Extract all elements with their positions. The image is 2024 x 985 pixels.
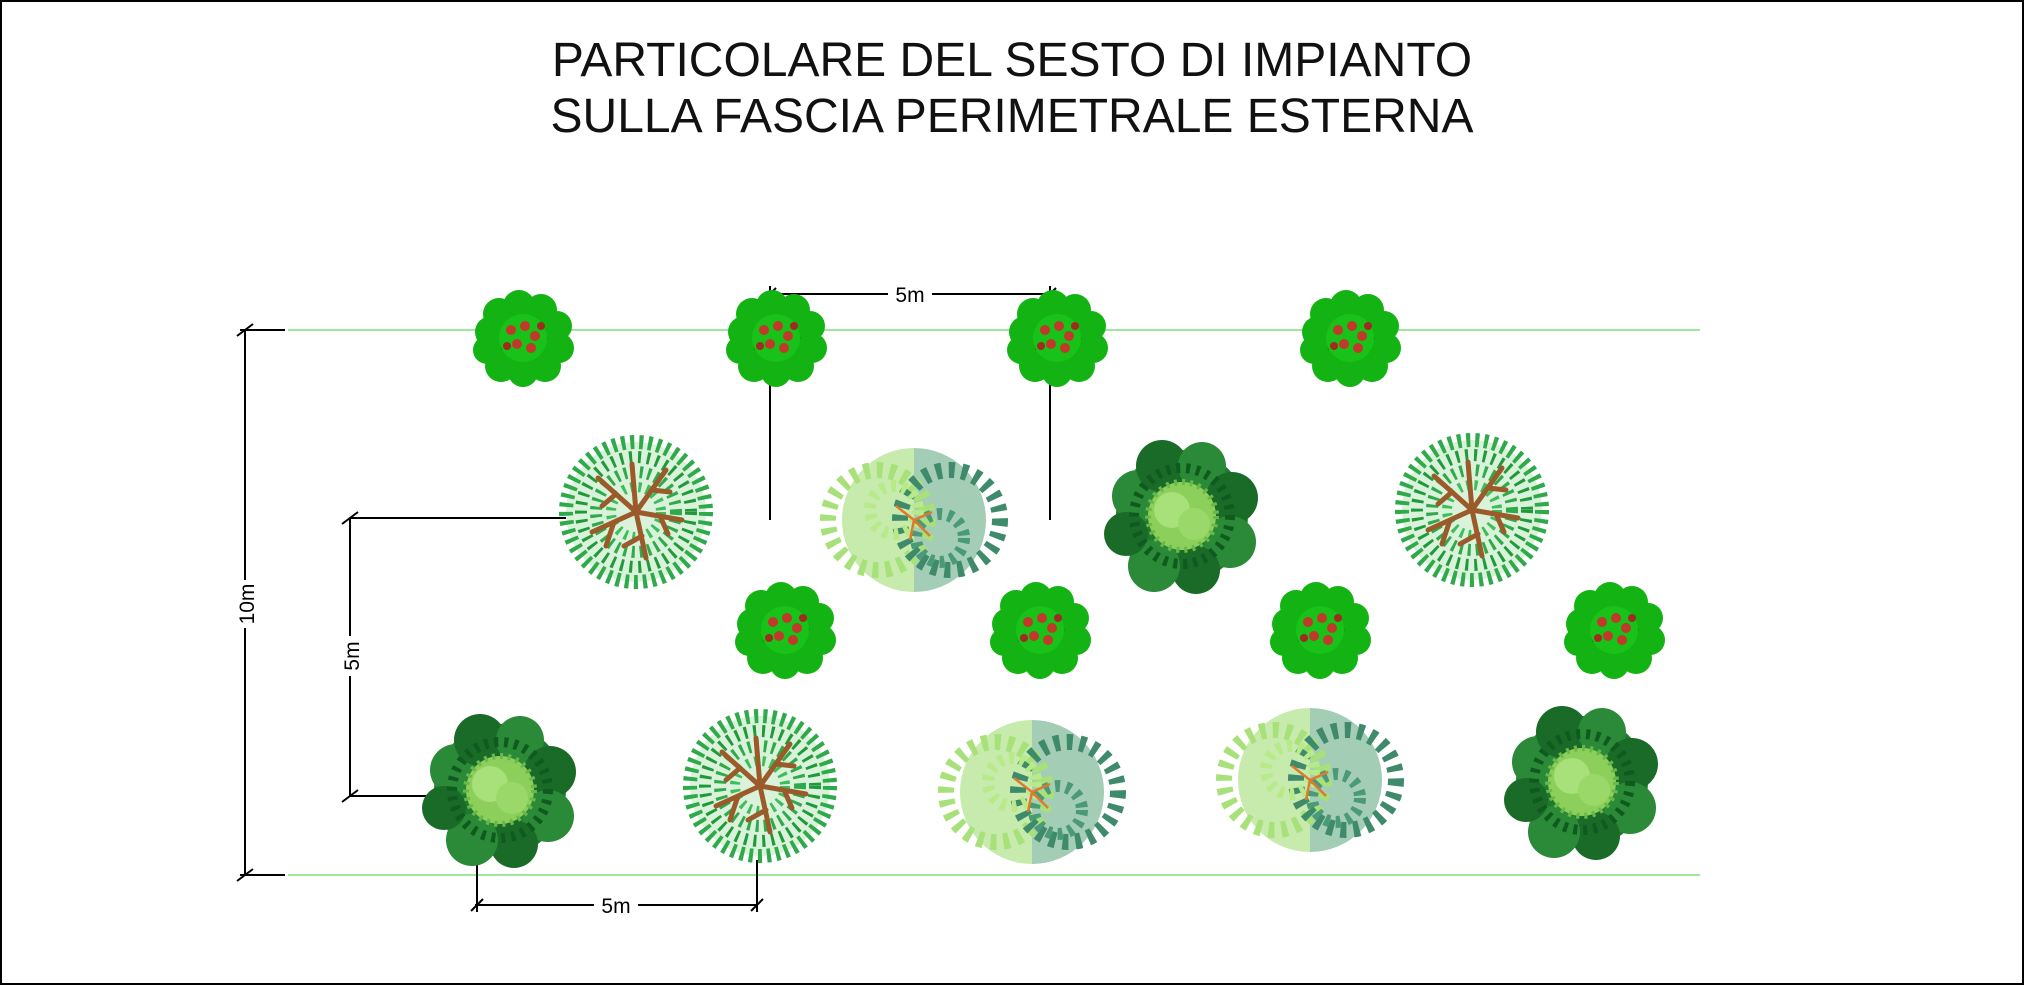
tree-dense-icon: [1504, 706, 1658, 860]
dimension-label-row-offset: 5m: [341, 641, 364, 670]
dimension-label-bottom-5m: 5m: [601, 895, 630, 918]
shrub-icon: [1564, 582, 1665, 679]
shrub-icon: [1270, 582, 1371, 679]
shrub-icon: [1300, 290, 1401, 387]
tree-bicolor-icon: [946, 720, 1118, 864]
tree-branched-icon: [1402, 440, 1542, 580]
tree-branched-icon: [690, 716, 830, 856]
shrub-icon: [473, 290, 574, 387]
drawing-title: PARTICOLARE DEL SESTO DI IMPIANTO SULLA …: [551, 34, 1474, 143]
tree-bicolor-icon: [1224, 708, 1396, 852]
shrub-icon: [735, 582, 836, 679]
shrub-icon: [726, 290, 827, 387]
tree-dense-icon: [1104, 440, 1258, 594]
title-line-2: SULLA FASCIA PERIMETRALE ESTERNA: [551, 90, 1474, 143]
tree-branched-icon: [566, 442, 706, 582]
tree-dense-icon: [422, 714, 576, 868]
shrub-icon: [990, 582, 1091, 679]
dimension-label-top-5m: 5m: [895, 284, 924, 307]
shrub-icon: [1007, 290, 1108, 387]
dimension-label-10m: 10m: [236, 584, 259, 625]
title-line-1: PARTICOLARE DEL SESTO DI IMPIANTO: [552, 34, 1472, 87]
tree-bicolor-icon: [828, 448, 1000, 592]
